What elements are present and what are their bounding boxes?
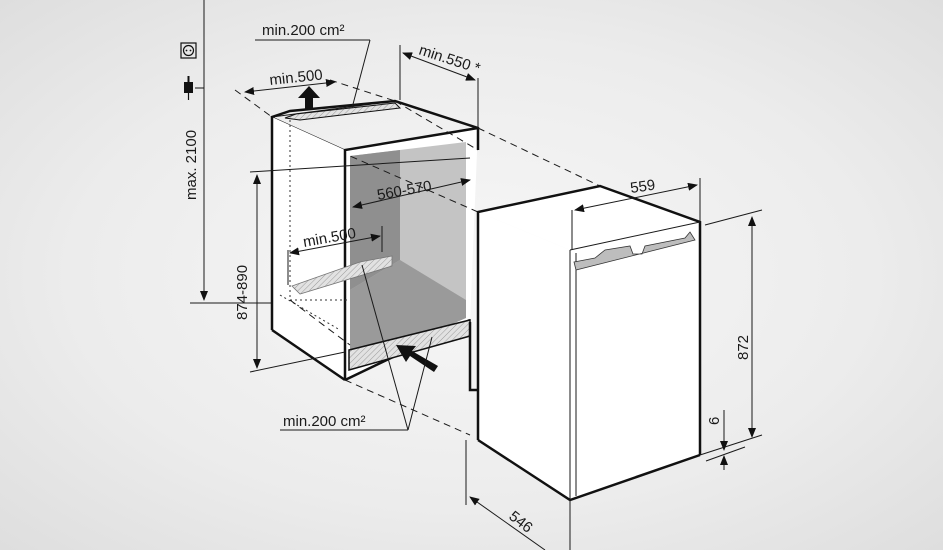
top-vent-width-label: min.500 — [269, 66, 324, 88]
max-height-label: max. 2100 — [183, 130, 200, 200]
max-height-dimension: max. 2100 — [183, 0, 300, 304]
airflow-up-arrow-icon — [298, 86, 320, 110]
depth-min-label: min.550 * — [417, 42, 483, 78]
appliance-width-label: 559 — [629, 177, 656, 197]
dimension-lines — [244, 39, 763, 550]
airflow-in-arrow-icon — [396, 345, 438, 372]
door-handle-icon — [573, 231, 696, 271]
niche-height-label: 874-890 — [234, 265, 251, 320]
power-plug-icon — [184, 76, 204, 100]
power-socket-icon — [180, 42, 197, 59]
fridge-appliance — [468, 184, 702, 502]
top-vent-area-label: min.200 cm² — [262, 22, 345, 39]
plinth-gap-label: 6 — [706, 417, 723, 425]
projection-lines — [234, 79, 601, 436]
appliance-depth-label: 546 — [506, 508, 536, 537]
appliance-height-label: 872 — [735, 335, 752, 360]
bottom-vent-area-label: min.200 cm² — [283, 413, 366, 430]
